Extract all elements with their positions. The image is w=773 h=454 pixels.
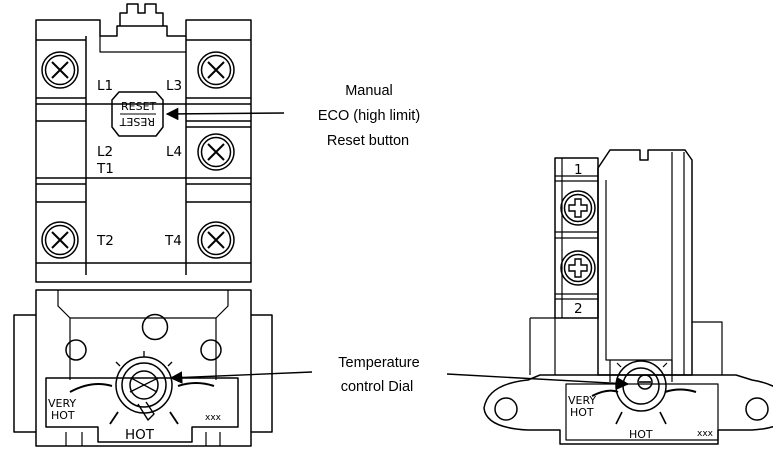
- terminal-label-t1: T1: [96, 161, 114, 177]
- terminal-label-l4: L4: [166, 144, 182, 160]
- screw-terminal-1: [560, 190, 596, 226]
- reset-label: RESET: [121, 100, 157, 113]
- screw-l4: [197, 133, 235, 171]
- dial-label-hot-upper: HOT: [51, 409, 75, 422]
- terminal-band-lines: [36, 39, 251, 264]
- mounting-flange: [483, 374, 773, 445]
- dial-code: xxx: [205, 413, 222, 423]
- terminal-label-1: 1: [574, 162, 583, 178]
- terminal-label-t4: T4: [164, 233, 182, 249]
- lower-terminal-screws: [560, 190, 596, 286]
- dial-label-very: VERY: [48, 397, 76, 410]
- reset-callout-line3: Reset button: [327, 133, 409, 149]
- reset-callout-arrow: [165, 107, 285, 121]
- dial-callout-arrow-upper: [169, 371, 313, 384]
- mounting-hole: [65, 339, 87, 361]
- dial-label-hot: HOT: [125, 427, 155, 443]
- dial-callout-arrow-lower: [446, 373, 630, 390]
- reset-button[interactable]: [111, 91, 164, 137]
- screw-terminal-2: [560, 250, 596, 286]
- lower-dial-label-hot: HOT: [629, 428, 653, 441]
- lower-dial-panel: [565, 383, 719, 441]
- terminal-label-l1: L1: [97, 78, 113, 94]
- terminal-label-t2: T2: [96, 233, 114, 249]
- mounting-hole: [141, 313, 169, 341]
- callout-arrows: [165, 107, 630, 390]
- reset-callout-line1: Manual: [345, 83, 393, 99]
- flange-hole-left: [494, 397, 518, 421]
- flange-hole-right: [745, 397, 769, 421]
- dial-housing: [13, 289, 273, 447]
- screw-t2: [41, 221, 79, 259]
- terminal-label-2: 2: [574, 301, 583, 317]
- top-mounting-tab: [119, 3, 164, 26]
- upper-thermostat: [13, 3, 273, 447]
- terminal-label-l2: L2: [97, 144, 113, 160]
- screw-t4: [197, 221, 235, 259]
- temperature-dial[interactable]: [115, 351, 173, 421]
- lower-dial-label-hot-upper: HOT: [570, 406, 594, 419]
- lower-housing: [597, 149, 693, 376]
- lower-dial-code: xxx: [697, 429, 714, 439]
- dial-callout-line1: Temperature: [338, 355, 419, 371]
- lower-temperature-dial[interactable]: [609, 360, 673, 412]
- upper-terminal-screws: [41, 51, 235, 259]
- reset-callout-line2: ECO (high limit): [318, 108, 420, 124]
- lower-thermostat: [483, 149, 773, 445]
- screw-l3: [197, 51, 235, 89]
- mounting-hole: [200, 339, 222, 361]
- dial-callout-line2: control Dial: [341, 379, 414, 395]
- lower-dial-label-very: VERY: [568, 394, 596, 407]
- terminal-label-l3: L3: [166, 78, 182, 94]
- dial-label-panel: [45, 377, 239, 443]
- screw-l1: [41, 51, 79, 89]
- reset-label-mirrored: RESET: [119, 115, 155, 128]
